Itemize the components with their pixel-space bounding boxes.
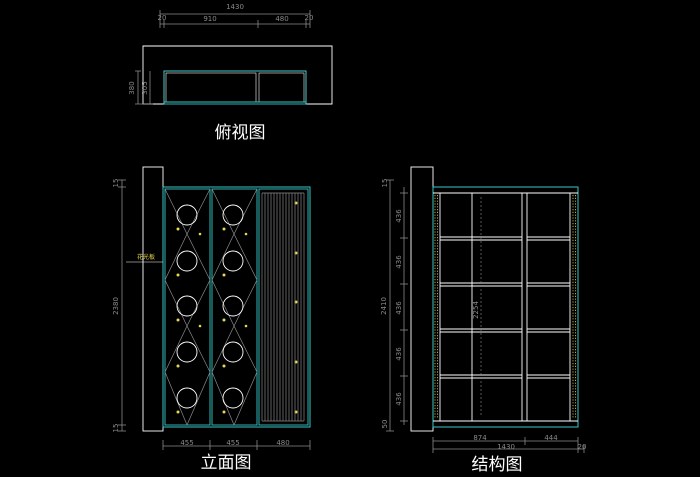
- struct-dim-inner-height: 2254: [472, 301, 480, 319]
- dim-right-margin: 20: [305, 14, 314, 22]
- struct-dim-bottom-total: 1430: [497, 443, 515, 451]
- door-circles: [176, 204, 244, 409]
- struct-dim-shelf-4: 436: [395, 347, 403, 361]
- elevation-wall: [142, 166, 164, 432]
- struct-dim-shelf-1: 436: [395, 209, 403, 223]
- elev-dim-total-height: 2380: [112, 297, 120, 315]
- structure-wall: [410, 166, 434, 432]
- circle-window: [222, 204, 244, 226]
- elev-dim-panel-1: 455: [180, 439, 193, 447]
- dim-left-section: 910: [203, 15, 216, 23]
- circle-window: [176, 295, 198, 317]
- elevation-view: 15 2380 15 花光板 455 455 480 立面图: [112, 166, 311, 473]
- striped-panel: [261, 192, 305, 422]
- elev-dim-top-gap: 15: [112, 179, 120, 188]
- dim-right-section: 480: [275, 15, 288, 23]
- struct-dim-bottom-margin: 20: [578, 443, 587, 451]
- dim-depth-inner: 305: [141, 81, 149, 94]
- circle-window: [222, 250, 244, 272]
- structure-view: 2254 15 2410 50 436 436 436 436 436: [380, 166, 587, 475]
- structure-side-hatch: [434, 195, 576, 419]
- struct-dim-shelf-3: 436: [395, 301, 403, 315]
- door-hooks: [176, 201, 298, 414]
- elev-dim-panel-3: 480: [276, 439, 289, 447]
- structure-frame: [432, 186, 579, 428]
- door-panel-2: [211, 188, 258, 426]
- elevation-frame: [162, 186, 311, 428]
- dim-left-margin: 20: [158, 14, 167, 22]
- top-view-outline: [142, 45, 333, 105]
- structure-title: 结构图: [472, 455, 523, 475]
- circle-window: [222, 387, 244, 409]
- dim-depth-outer: 380: [128, 81, 136, 94]
- circle-window: [222, 295, 244, 317]
- elevation-title: 立面图: [201, 453, 252, 473]
- struct-dim-top-gap: 15: [381, 179, 389, 188]
- struct-dim-bottom-right: 444: [544, 434, 558, 442]
- circle-window: [176, 387, 198, 409]
- elev-dim-bottom-gap: 15: [112, 424, 120, 433]
- circle-window: [176, 250, 198, 272]
- circle-window: [176, 341, 198, 363]
- struct-dim-shelf-2: 436: [395, 255, 403, 269]
- circle-window: [176, 204, 198, 226]
- struct-dim-shelf-5: 436: [395, 392, 403, 406]
- struct-dim-bottom-left: 874: [473, 434, 487, 442]
- circle-window: [222, 341, 244, 363]
- struct-dim-bottom-gap: 50: [381, 420, 389, 429]
- dim-overall-width: 1430: [226, 3, 244, 11]
- structure-shelves: [433, 236, 578, 422]
- door-panel-3: [258, 188, 309, 426]
- top-view-dimensions: [159, 10, 311, 28]
- elev-dim-panel-2: 455: [226, 439, 239, 447]
- top-view-title: 俯视图: [215, 123, 266, 143]
- material-tag: 花光板: [137, 253, 155, 261]
- door-panel-1: [164, 188, 211, 426]
- struct-dim-total-height: 2410: [380, 297, 388, 315]
- top-view: 1430 20 910 480 20 380 305 俯视图: [128, 3, 333, 143]
